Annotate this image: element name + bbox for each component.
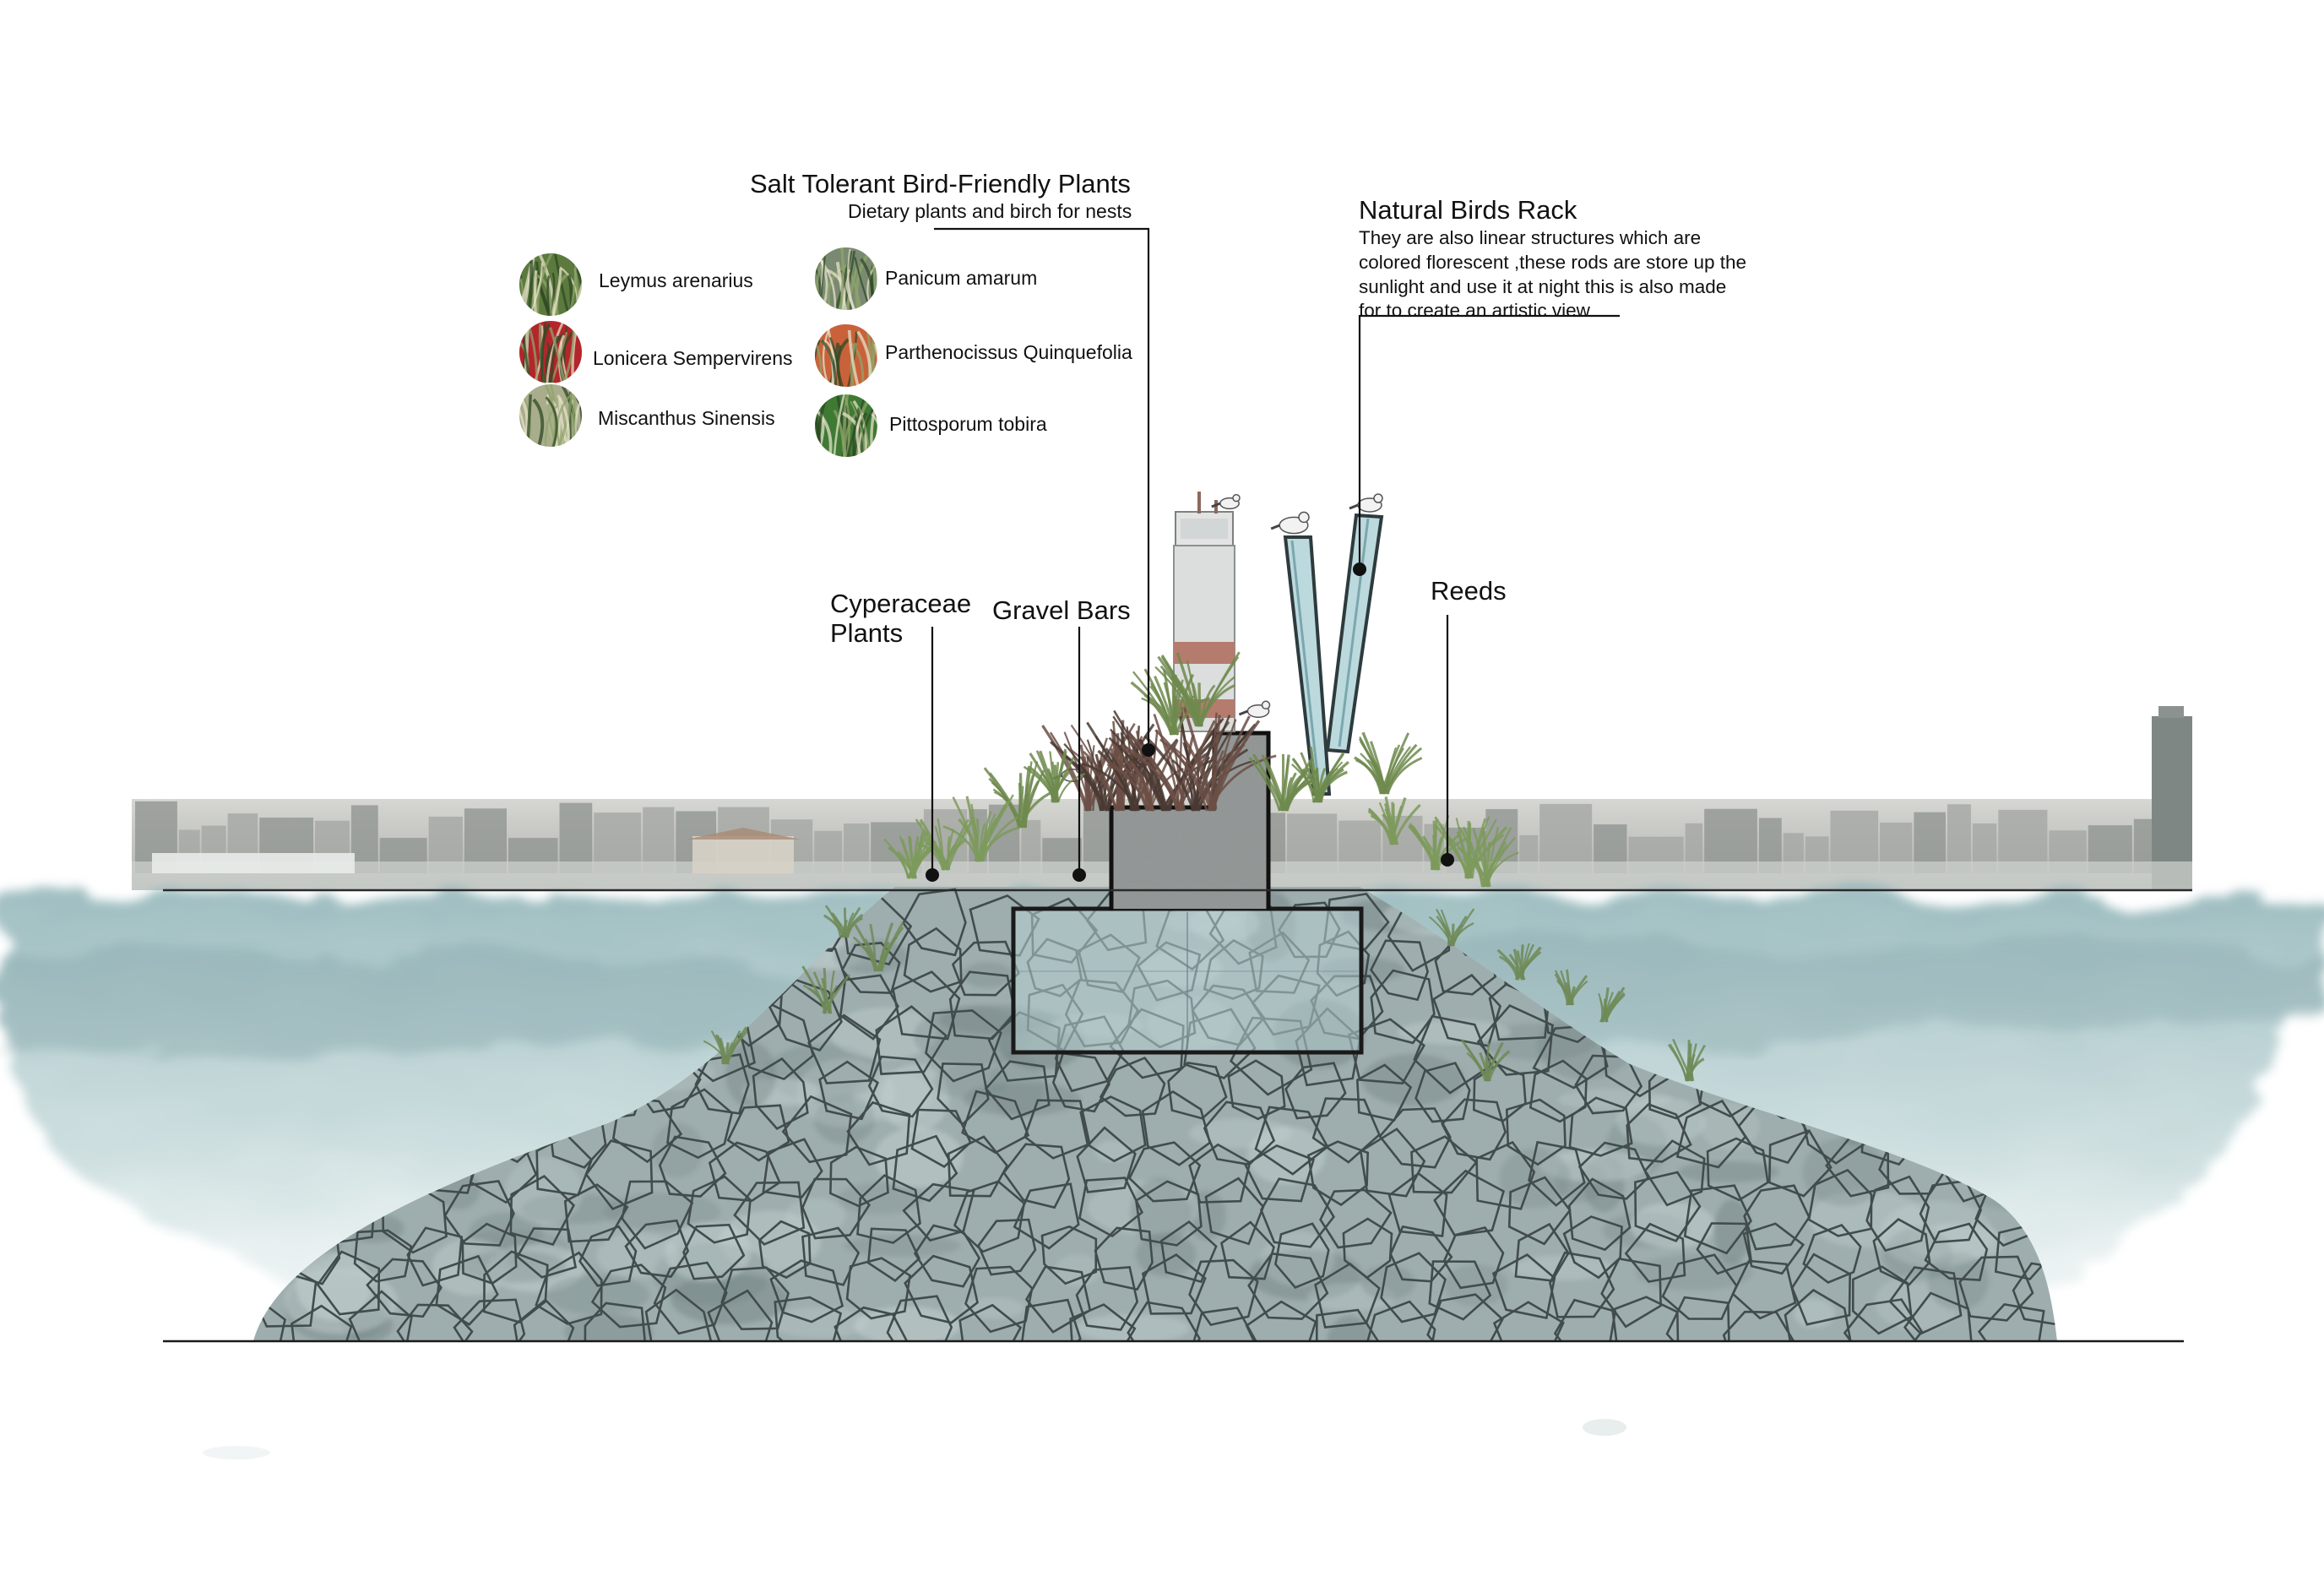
reeds-label: Reeds	[1431, 576, 1507, 606]
blue-grass-thumbnail-icon	[813, 246, 879, 312]
leader-dots	[926, 562, 1454, 882]
shrub-leaf-thumbnail-icon	[813, 393, 879, 459]
cyperaceae-label-line1: Cyperaceae	[830, 589, 972, 618]
red-flower-thumbnail-icon	[518, 319, 584, 385]
submerged-foundation-block	[1011, 906, 1364, 1055]
plant-name-parthenocissus: Parthenocissus Quinquefolia	[885, 341, 1132, 363]
birds-rack-line: They are also linear structures which ar…	[1359, 227, 1702, 248]
plant-name-pittosporum: Pittosporum tobira	[889, 413, 1047, 435]
plant-name-miscanthus: Miscanthus Sinensis	[598, 407, 775, 429]
cyperaceae-label-line2: Plants	[830, 617, 904, 648]
plant-name-leymus: Leymus arenarius	[599, 269, 753, 291]
birds-rack-line: colored florescent ,these rods are store…	[1359, 251, 1747, 273]
leader-lines	[931, 227, 1620, 875]
plant-name-lonicera: Lonicera Sempervirens	[593, 347, 793, 369]
plume-grass-thumbnail-icon	[518, 383, 584, 448]
top-vegetation	[703, 651, 1706, 1082]
grass-thumbnail-icon	[518, 252, 584, 318]
birds-rack-title: Natural Birds Rack	[1359, 195, 1577, 225]
plant-legend-thumbnails	[518, 246, 879, 459]
birds-rack-rods	[1052, 493, 1384, 796]
birds-rack-line: sunlight and use it at night this is als…	[1359, 275, 1727, 297]
salt-plants-title: Salt Tolerant Bird-Friendly Plants	[750, 169, 1131, 198]
cyperaceae-label: Cyperaceae Plants	[830, 589, 972, 648]
birds-rack-line: for to create an artistic view	[1359, 300, 1590, 322]
vine-leaf-thumbnail-icon	[813, 323, 879, 389]
plant-name-panicum: Panicum amarum	[885, 267, 1038, 289]
birds-rack-description: They are also linear structures which ar…	[1359, 226, 1746, 323]
gravel-bars-label: Gravel Bars	[992, 595, 1131, 625]
salt-plants-subtitle: Dietary plants and birch for nests	[848, 200, 1132, 222]
